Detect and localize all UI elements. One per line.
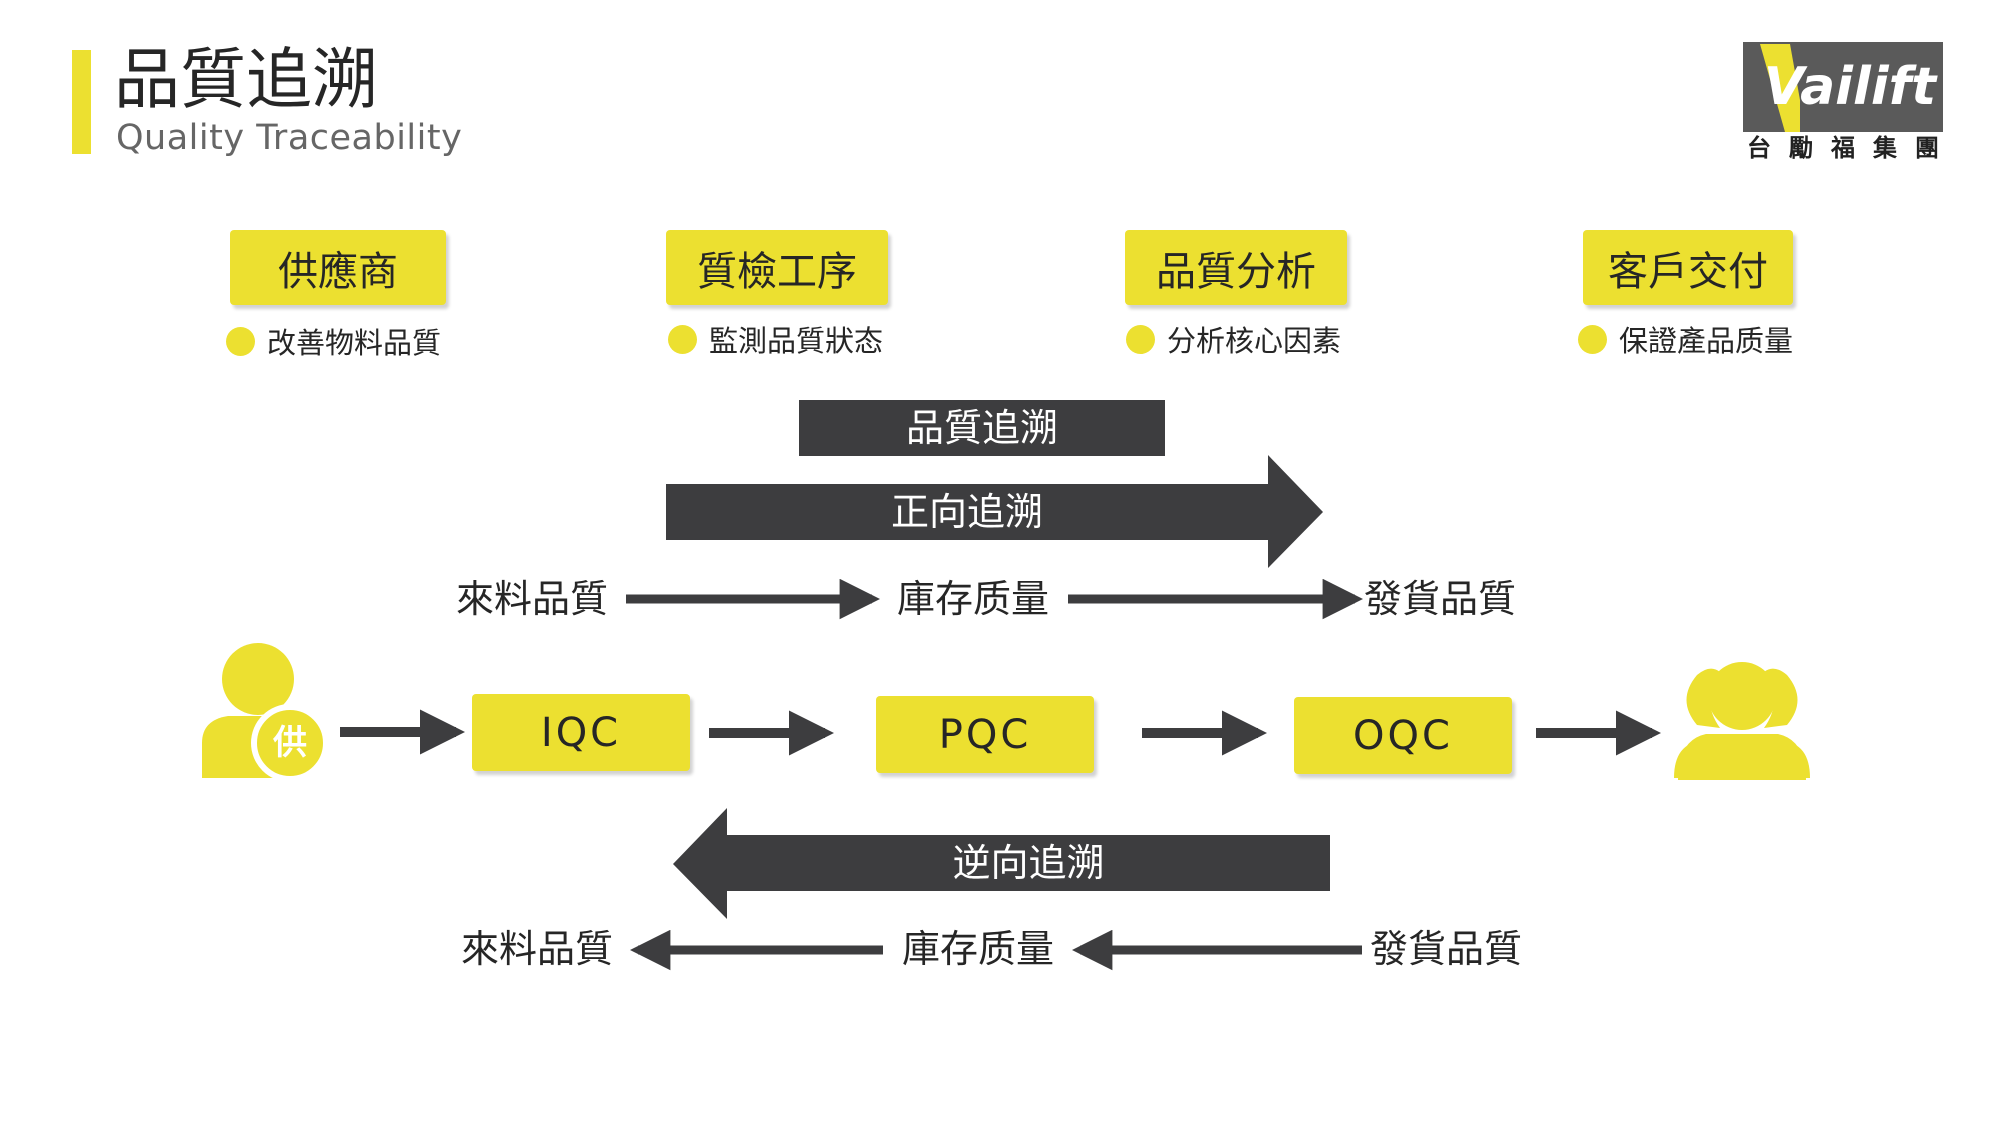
forward-step-shipment: 發貨品質 xyxy=(1364,577,1517,621)
forward-arrow xyxy=(666,455,1323,568)
title-accent-bar xyxy=(72,50,91,154)
qc-label: IQC xyxy=(540,709,622,756)
stage-analysis: 品質分析 xyxy=(1125,230,1347,305)
stage-inspection-desc: 監測品質狀态 xyxy=(668,318,883,360)
stage-title: 客戶交付 xyxy=(1608,248,1768,295)
qc-box-iqc: IQC xyxy=(472,694,690,771)
stage-title: 供應商 xyxy=(278,248,398,295)
stage-supplier: 供應商 xyxy=(230,230,446,305)
stage-desc-text: 監測品質狀态 xyxy=(709,324,884,358)
logo-char: 勵 xyxy=(1789,134,1813,162)
logo-char: 團 xyxy=(1915,134,1939,162)
bullet-dot xyxy=(1578,324,1607,354)
stage-desc-text: 分析核心因素 xyxy=(1167,324,1342,358)
customer-icon xyxy=(1674,662,1810,780)
qc-label: OQC xyxy=(1353,712,1453,759)
page-subtitle: Quality Traceability xyxy=(116,118,463,158)
logo-brand: Vailift xyxy=(1763,57,1937,117)
stage-inspection: 質檢工序 xyxy=(666,230,888,305)
backward-step-inventory: 庫存质量 xyxy=(902,927,1055,971)
logo-char: 集 xyxy=(1873,134,1897,162)
trace-label: 品質追溯 xyxy=(905,406,1058,450)
qc-box-pqc: PQC xyxy=(876,696,1094,773)
qc-label: PQC xyxy=(938,711,1032,758)
backward-label: 逆向追溯 xyxy=(952,841,1105,885)
backward-step-incoming: 來料品質 xyxy=(461,927,614,971)
stage-analysis-desc: 分析核心因素 xyxy=(1126,318,1341,360)
bullet-dot xyxy=(1126,324,1155,354)
bullet-dot xyxy=(668,324,697,354)
stage-desc-text: 改善物料品質 xyxy=(267,326,442,360)
backward-step-shipment: 發貨品質 xyxy=(1370,927,1523,971)
qc-box-oqc: OQC xyxy=(1294,697,1512,774)
supplier-badge: 供 xyxy=(273,723,307,763)
forward-step-inventory: 庫存质量 xyxy=(897,577,1050,621)
stage-delivery: 客戶交付 xyxy=(1583,230,1793,305)
page-title: 品質追溯 xyxy=(114,41,378,118)
backward-arrow xyxy=(673,808,1330,919)
logo-char: 福 xyxy=(1831,134,1855,162)
bullet-dot xyxy=(226,326,255,356)
logo-subtitle: 台 勵 福 集 團 xyxy=(1743,132,1943,164)
trace-label-bar xyxy=(799,400,1165,456)
stage-desc-text: 保證產品质量 xyxy=(1619,324,1794,358)
forward-step-incoming: 來料品質 xyxy=(456,577,609,621)
stage-title: 品質分析 xyxy=(1156,248,1316,295)
logo-char: 台 xyxy=(1747,134,1771,162)
stage-title: 質檢工序 xyxy=(697,248,857,295)
forward-label: 正向追溯 xyxy=(890,490,1043,534)
stage-supplier-desc: 改善物料品質 xyxy=(226,320,441,362)
stage-delivery-desc: 保證產品质量 xyxy=(1578,318,1793,360)
supplier-icon xyxy=(202,643,329,782)
